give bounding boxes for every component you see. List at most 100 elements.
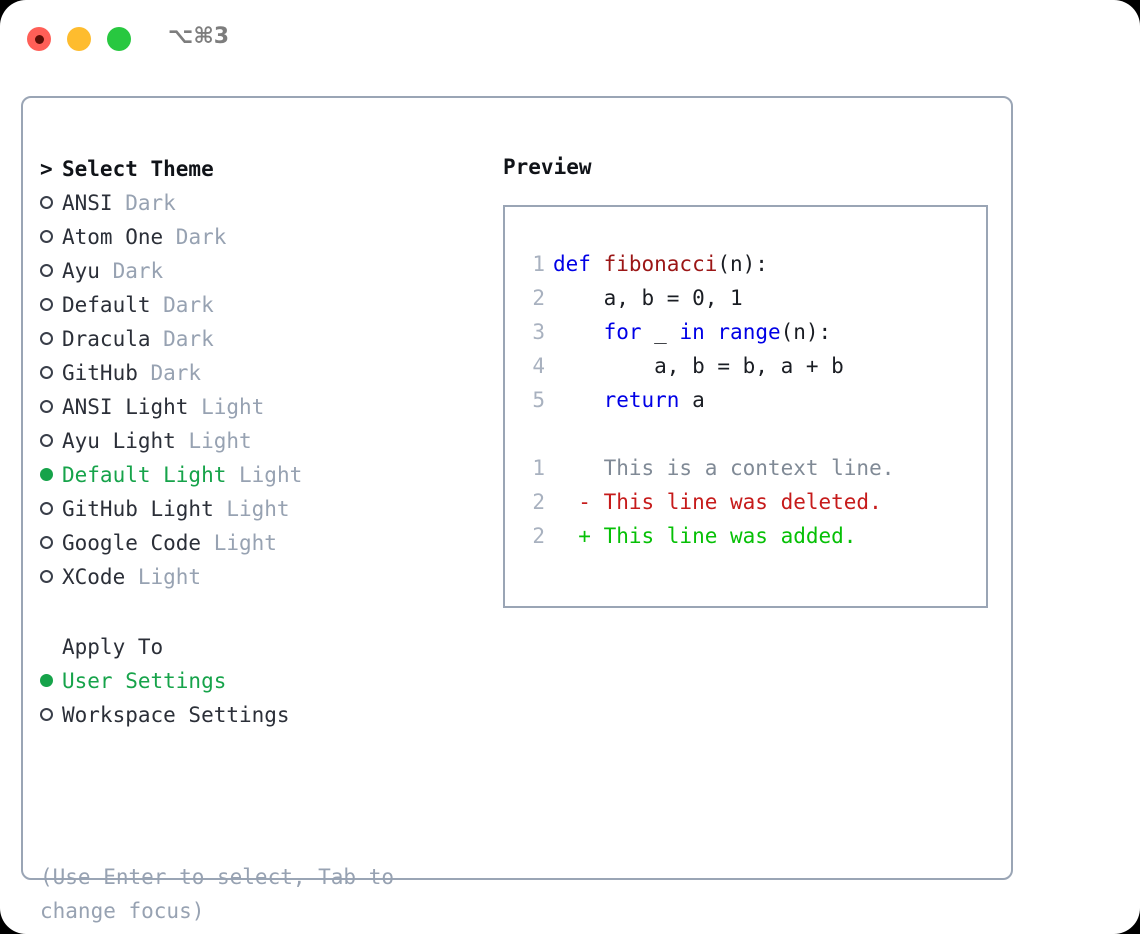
diff-line: 2 - This line was deleted.	[519, 485, 894, 519]
code-token: (n):	[780, 320, 832, 344]
theme-variant: Light	[201, 531, 277, 555]
theme-list-item[interactable]: Atom One Dark	[40, 220, 480, 254]
theme-list-item[interactable]: GitHub Light Light	[40, 492, 480, 526]
theme-variant: Dark	[137, 361, 202, 385]
theme-name: Ayu Light	[62, 429, 176, 453]
code-token: in	[679, 320, 705, 344]
title-bar: ⌥⌘3	[0, 0, 1140, 76]
theme-name: Default Light	[62, 463, 227, 487]
line-number: 1	[532, 456, 545, 480]
theme-name: GitHub	[62, 361, 138, 385]
theme-variant: Light	[188, 395, 265, 419]
code-token: fibonacci	[603, 252, 718, 276]
diff-text: - This line was deleted.	[553, 490, 882, 514]
code-token: (n):	[717, 252, 768, 276]
radio-unselected-icon[interactable]	[40, 356, 62, 390]
radio-unselected-icon[interactable]	[40, 560, 62, 594]
diff-text: + This line was added.	[553, 524, 857, 548]
diff-text: This is a context line.	[553, 456, 895, 480]
code-token	[553, 320, 604, 344]
code-token: return	[603, 388, 680, 412]
apply-to-item[interactable]: Workspace Settings	[40, 698, 480, 732]
theme-variant: Light	[213, 497, 290, 521]
minimize-button[interactable]	[67, 27, 91, 51]
radio-unselected-icon[interactable]	[40, 186, 62, 220]
bullet-shape	[40, 332, 53, 345]
line-number: 2	[532, 524, 545, 548]
code-token: a	[679, 388, 705, 412]
radio-unselected-icon[interactable]	[40, 526, 62, 560]
preview-title: Preview	[503, 155, 592, 179]
code-diff-spacer	[519, 417, 894, 451]
theme-name: Dracula	[62, 327, 151, 351]
bullet-shape	[40, 400, 53, 413]
theme-list-item[interactable]: Ayu Dark	[40, 254, 480, 288]
bullet-shape	[40, 434, 53, 447]
theme-list-item[interactable]: Default Light Light	[40, 458, 480, 492]
code-token	[553, 388, 604, 412]
theme-name: XCode	[62, 565, 126, 589]
line-number: 1	[532, 252, 545, 276]
radio-unselected-icon[interactable]	[40, 220, 62, 254]
theme-variant: Light	[226, 463, 303, 487]
apply-to-label: Workspace Settings	[62, 703, 290, 727]
theme-list-item[interactable]: ANSI Light Light	[40, 390, 480, 424]
keyboard-shortcut-label: ⌥⌘3	[168, 24, 230, 49]
radio-unselected-icon[interactable]	[40, 390, 62, 424]
bullet-shape	[40, 536, 53, 549]
radio-selected-icon[interactable]	[40, 664, 62, 698]
bullet-shape	[40, 468, 53, 481]
radio-selected-icon[interactable]	[40, 458, 62, 492]
theme-variant: Dark	[150, 327, 214, 351]
theme-name: Ayu	[62, 259, 100, 283]
theme-list-item[interactable]: XCode Light	[40, 560, 480, 594]
code-token: _	[641, 320, 680, 344]
code-token	[705, 320, 718, 344]
theme-list-item[interactable]: Google Code Light	[40, 526, 480, 560]
theme-variant: Dark	[112, 191, 176, 215]
theme-variant: Light	[125, 565, 202, 589]
code-line: 4 a, b = b, a + b	[519, 349, 894, 383]
select-theme-header: > Select Theme	[40, 152, 480, 186]
radio-unselected-icon[interactable]	[40, 254, 62, 288]
theme-list-item[interactable]: Dracula Dark	[40, 322, 480, 356]
theme-name: GitHub Light	[62, 497, 214, 521]
close-button[interactable]	[27, 27, 51, 51]
apply-to-label: User Settings	[62, 669, 227, 693]
page-title: Select Theme	[62, 157, 214, 181]
radio-unselected-icon[interactable]	[40, 424, 62, 458]
radio-unselected-icon[interactable]	[40, 492, 62, 526]
theme-name: Google Code	[62, 531, 202, 555]
theme-name: ANSI Light	[62, 395, 189, 419]
line-number: 3	[532, 320, 545, 344]
diff-line: 2 + This line was added.	[519, 519, 894, 553]
preview-column: Preview	[503, 152, 592, 182]
bullet-shape	[40, 264, 53, 277]
bullet-shape	[40, 366, 53, 379]
theme-list-item[interactable]: ANSI Dark	[40, 186, 480, 220]
apply-to-item[interactable]: User Settings	[40, 664, 480, 698]
theme-list-item[interactable]: GitHub Dark	[40, 356, 480, 390]
theme-list-item[interactable]: Default Dark	[40, 288, 480, 322]
keyboard-hint-text: (Use Enter to select, Tab to change focu…	[40, 865, 395, 923]
radio-unselected-icon[interactable]	[40, 288, 62, 322]
radio-unselected-icon[interactable]	[40, 322, 62, 356]
radio-unselected-icon[interactable]	[40, 698, 62, 732]
code-token: a, b = b, a + b	[553, 354, 844, 378]
bullet-shape	[40, 570, 53, 583]
maximize-button[interactable]	[107, 27, 131, 51]
theme-list-item[interactable]: Ayu Light Light	[40, 424, 480, 458]
code-line: 5 return a	[519, 383, 894, 417]
prompt-caret-icon: >	[40, 157, 53, 181]
line-number: 2	[532, 490, 545, 514]
diff-line: 1 This is a context line.	[519, 451, 894, 485]
apply-to-title: Apply To	[62, 635, 164, 659]
apply-to-header: Apply To	[40, 630, 480, 664]
bullet-shape	[40, 196, 53, 209]
